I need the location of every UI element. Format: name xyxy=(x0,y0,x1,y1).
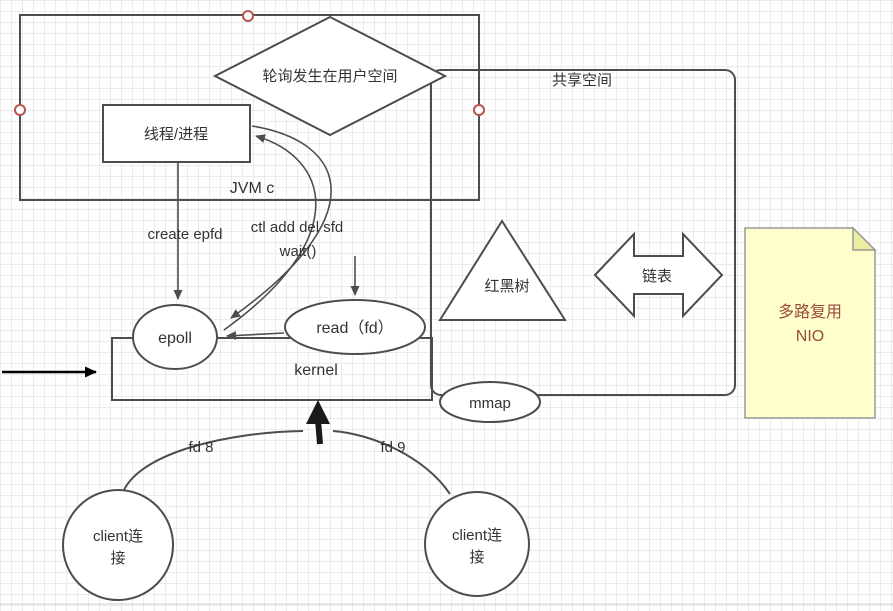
edge-epoll-to-thread[interactable] xyxy=(223,134,317,331)
edge-ctl-to-epoll[interactable] xyxy=(230,125,332,319)
nio-note-label-line2: NIO xyxy=(796,328,824,345)
edge-fd8[interactable] xyxy=(122,430,304,493)
client2-label-line2: 接 xyxy=(469,549,484,566)
edge-read-to-epoll[interactable] xyxy=(226,331,285,341)
mmap-label: mmap xyxy=(469,395,511,412)
thread-box-label: 线程/进程 xyxy=(144,126,208,143)
edge-label-fd9: fd 9 xyxy=(380,439,405,456)
nio-note[interactable] xyxy=(744,227,876,419)
connection-point-icon[interactable] xyxy=(242,10,254,22)
linked-list-label: 链表 xyxy=(642,268,672,285)
connection-point-icon[interactable] xyxy=(473,104,485,116)
linked-list-double-arrow[interactable] xyxy=(593,231,724,319)
kernel-box[interactable] xyxy=(111,337,433,401)
epoll-ellipse[interactable] xyxy=(132,304,218,370)
client2-label-line1: client连 xyxy=(452,527,502,544)
read-fd-label: read（fd） xyxy=(316,319,393,337)
jvm-label: JVM c xyxy=(230,180,274,197)
nio-note-label-line1: 多路复用 xyxy=(778,303,842,321)
mmap-ellipse[interactable] xyxy=(439,381,541,423)
poll-diamond-label: 轮询发生在用户空间 xyxy=(262,68,397,85)
client2-circle[interactable] xyxy=(424,491,530,597)
kernel-label: kernel xyxy=(294,362,338,379)
shared-space-box[interactable] xyxy=(430,69,736,396)
shared-space-label: 共享空间 xyxy=(552,72,612,89)
edge-fd9[interactable] xyxy=(332,430,451,495)
epoll-label: epoll xyxy=(158,330,192,347)
client1-label-line1: client连 xyxy=(93,528,143,545)
edge-label-wait: wait() xyxy=(279,243,317,260)
read-fd-ellipse[interactable] xyxy=(284,299,426,355)
red-black-tree-label: 红黑树 xyxy=(484,278,529,295)
nio-note-fold-corner-icon xyxy=(852,226,877,251)
edge-label-fd8: fd 8 xyxy=(188,439,213,456)
poll-diamond[interactable] xyxy=(212,15,448,137)
thick-up-arrow-shaft[interactable] xyxy=(315,419,323,445)
edge-label-ctl: ctl add del sfd xyxy=(251,219,344,236)
thick-up-arrow-head[interactable] xyxy=(306,400,330,424)
thread-box[interactable] xyxy=(102,104,251,163)
client1-circle[interactable] xyxy=(62,489,174,601)
edge-label-create-epfd: create epfd xyxy=(147,226,222,243)
connection-point-icon[interactable] xyxy=(14,104,26,116)
client1-label-line2: 接 xyxy=(110,550,125,567)
red-black-tree-triangle[interactable] xyxy=(438,219,567,321)
